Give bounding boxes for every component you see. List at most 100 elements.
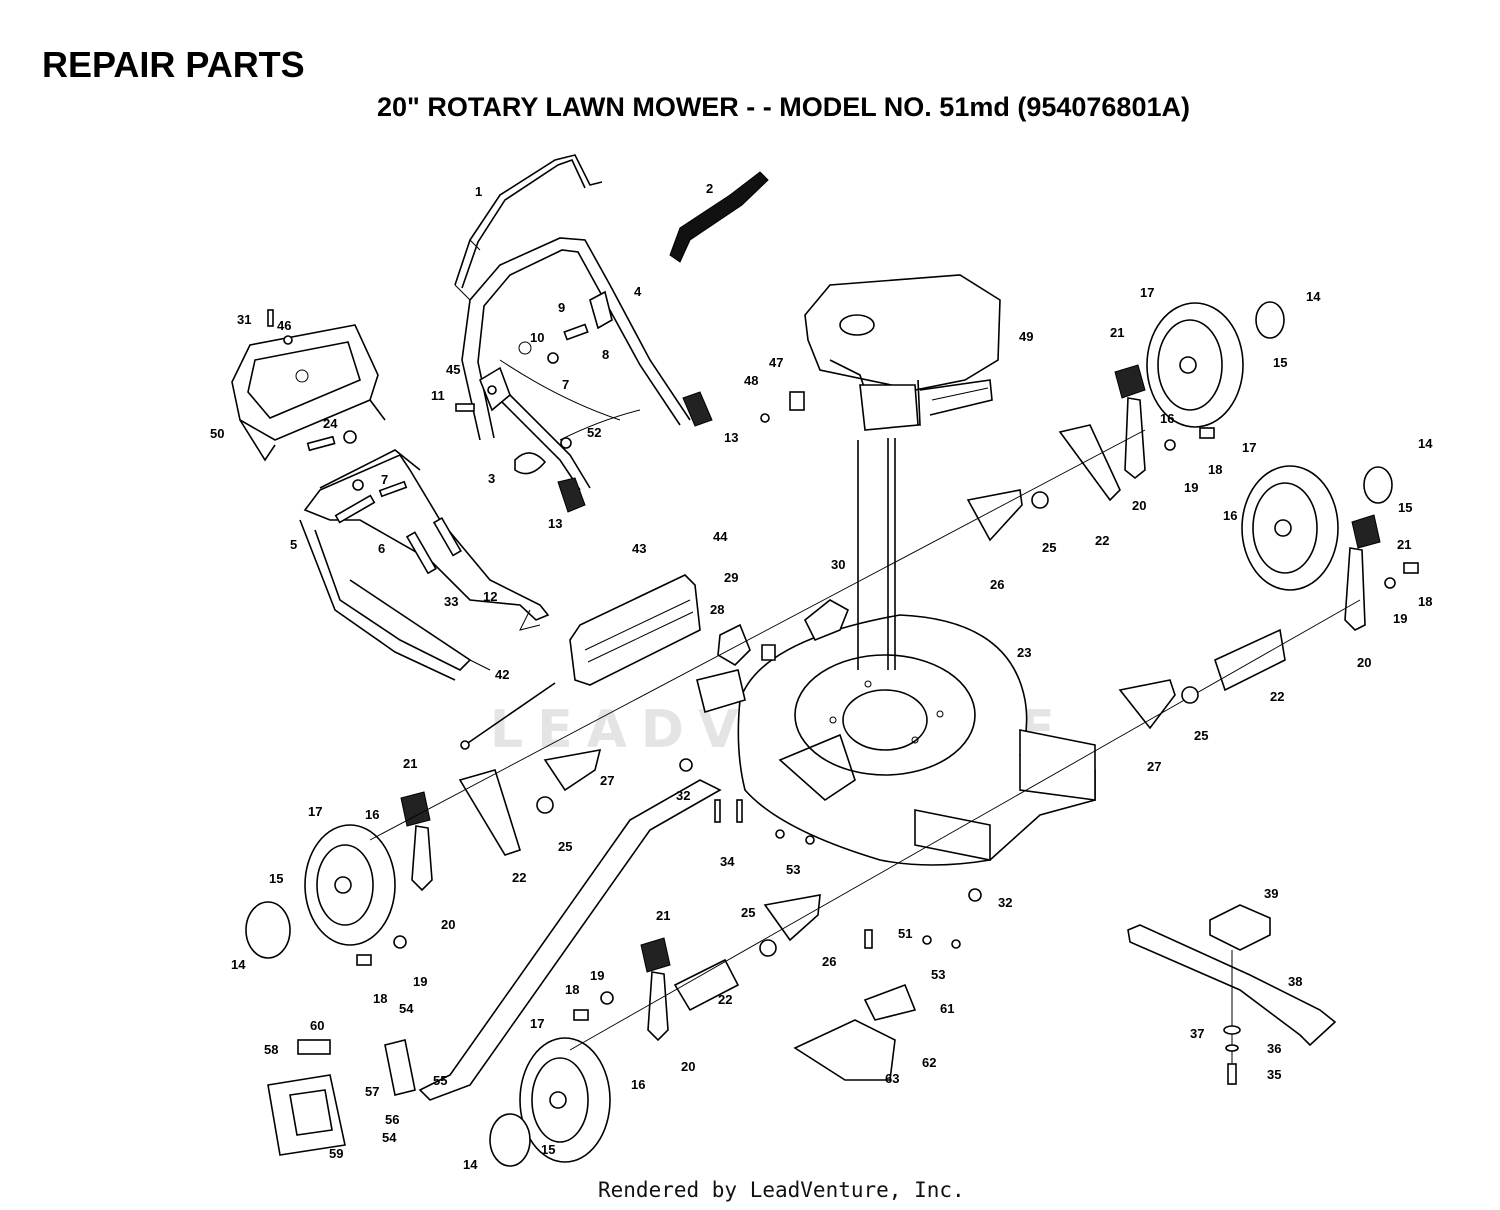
- callout-24: 24: [323, 416, 338, 431]
- callout-30: 30: [831, 557, 845, 572]
- callout-26a: 26: [990, 577, 1004, 592]
- callout-22d: 22: [718, 992, 732, 1007]
- wheel-front-left: [304, 824, 396, 946]
- rear-deflector: [231, 309, 386, 462]
- callout-53a: 53: [786, 862, 800, 877]
- callout-52: 52: [587, 425, 601, 440]
- callout-17b: 17: [1242, 440, 1256, 455]
- upper-handle: [454, 154, 603, 301]
- callout-35: 35: [1267, 1067, 1281, 1082]
- callout-14b: 14: [1418, 436, 1433, 451]
- callout-15d: 15: [541, 1142, 555, 1157]
- callout-59: 59: [329, 1146, 343, 1161]
- callout-16a: 16: [1160, 411, 1174, 426]
- callout-37: 37: [1190, 1026, 1204, 1041]
- callout-26b: 26: [822, 954, 836, 969]
- callout-54b: 54: [382, 1130, 397, 1145]
- callout-32b: 32: [998, 895, 1012, 910]
- callout-25b: 25: [1194, 728, 1208, 743]
- callout-17a: 17: [1140, 285, 1154, 300]
- wheel-rear-top: [1146, 302, 1244, 428]
- callout-48: 48: [744, 373, 758, 388]
- diagram-subtitle: 20" ROTARY LAWN MOWER - - MODEL NO. 51md…: [377, 92, 1190, 122]
- callout-29: 29: [724, 570, 738, 585]
- callout-15c: 15: [269, 871, 283, 886]
- control-assembly: [267, 1039, 416, 1156]
- callout-16d: 16: [631, 1077, 645, 1092]
- callout-19a: 19: [1184, 480, 1198, 495]
- callout-16c: 16: [365, 807, 379, 822]
- callout-31: 31: [237, 312, 251, 327]
- callout-36: 36: [1267, 1041, 1281, 1056]
- callout-7b: 7: [381, 472, 388, 487]
- callout-25c: 25: [558, 839, 572, 854]
- callout-14d: 14: [463, 1157, 478, 1172]
- callout-43: 43: [632, 541, 646, 556]
- callout-17d: 17: [530, 1016, 544, 1031]
- callout-19c: 19: [413, 974, 427, 989]
- callout-21b: 21: [1397, 537, 1411, 552]
- discharge-door: [569, 574, 701, 686]
- height-adjusters: [400, 364, 1381, 1042]
- callout-19b: 19: [1393, 611, 1407, 626]
- callout-4: 4: [634, 284, 642, 299]
- callout-3: 3: [488, 471, 495, 486]
- small-hardware: [356, 391, 1419, 1021]
- callout-22a: 22: [1095, 533, 1109, 548]
- grass-catcher-frame: [299, 449, 550, 681]
- handle-grip: [669, 171, 769, 263]
- callout-5: 5: [290, 537, 297, 552]
- callout-61: 61: [940, 1001, 954, 1016]
- callout-49: 49: [1019, 329, 1033, 344]
- callout-21a: 21: [1110, 325, 1124, 340]
- callout-15b: 15: [1398, 500, 1412, 515]
- callout-6: 6: [378, 541, 385, 556]
- callout-47: 47: [769, 355, 783, 370]
- callout-20a: 20: [1132, 498, 1146, 513]
- callout-22b: 22: [1270, 689, 1284, 704]
- callout-15a: 15: [1273, 355, 1287, 370]
- wheel-front-bottom: [519, 1037, 611, 1163]
- callout-19d: 19: [590, 968, 604, 983]
- callout-44: 44: [713, 529, 728, 544]
- callout-46: 46: [277, 318, 291, 333]
- callout-9: 9: [558, 300, 565, 315]
- callout-25d: 25: [741, 905, 755, 920]
- callout-51: 51: [898, 926, 912, 941]
- callout-12: 12: [483, 589, 497, 604]
- callout-55: 55: [433, 1073, 447, 1088]
- callout-20c: 20: [441, 917, 455, 932]
- engine: [804, 274, 1001, 670]
- callout-22c: 22: [512, 870, 526, 885]
- mower-deck: [737, 614, 1096, 866]
- callout-20d: 20: [681, 1059, 695, 1074]
- callout-18c: 18: [373, 991, 387, 1006]
- callout-57: 57: [365, 1084, 379, 1099]
- callout-16b: 16: [1223, 508, 1237, 523]
- wheel-rear-right: [1241, 465, 1339, 591]
- callout-33: 33: [444, 594, 458, 609]
- callout-1: 1: [475, 184, 482, 199]
- callout-14c: 14: [231, 957, 246, 972]
- callout-32a: 32: [676, 788, 690, 803]
- callout-58: 58: [264, 1042, 278, 1057]
- callout-21c: 21: [403, 756, 417, 771]
- callout-63: 63: [885, 1071, 899, 1086]
- handle-hardware: [455, 290, 713, 513]
- callout-2: 2: [706, 181, 713, 196]
- callout-45: 45: [446, 362, 460, 377]
- callout-27a: 27: [1147, 759, 1161, 774]
- callout-13a: 13: [724, 430, 738, 445]
- footer-credit: Rendered by LeadVenture, Inc.: [598, 1178, 965, 1202]
- callout-34: 34: [720, 854, 735, 869]
- callout-28: 28: [710, 602, 724, 617]
- callout-56: 56: [385, 1112, 399, 1127]
- callout-23: 23: [1017, 645, 1031, 660]
- callout-39: 39: [1264, 886, 1278, 901]
- callout-21d: 21: [656, 908, 670, 923]
- deck-brackets: [696, 599, 850, 714]
- callout-20b: 20: [1357, 655, 1371, 670]
- callout-labels: 1 2 3 4 5 6 7 7 8 9 10 11 12 13 13 14 14…: [210, 181, 1433, 1172]
- callout-27b: 27: [600, 773, 614, 788]
